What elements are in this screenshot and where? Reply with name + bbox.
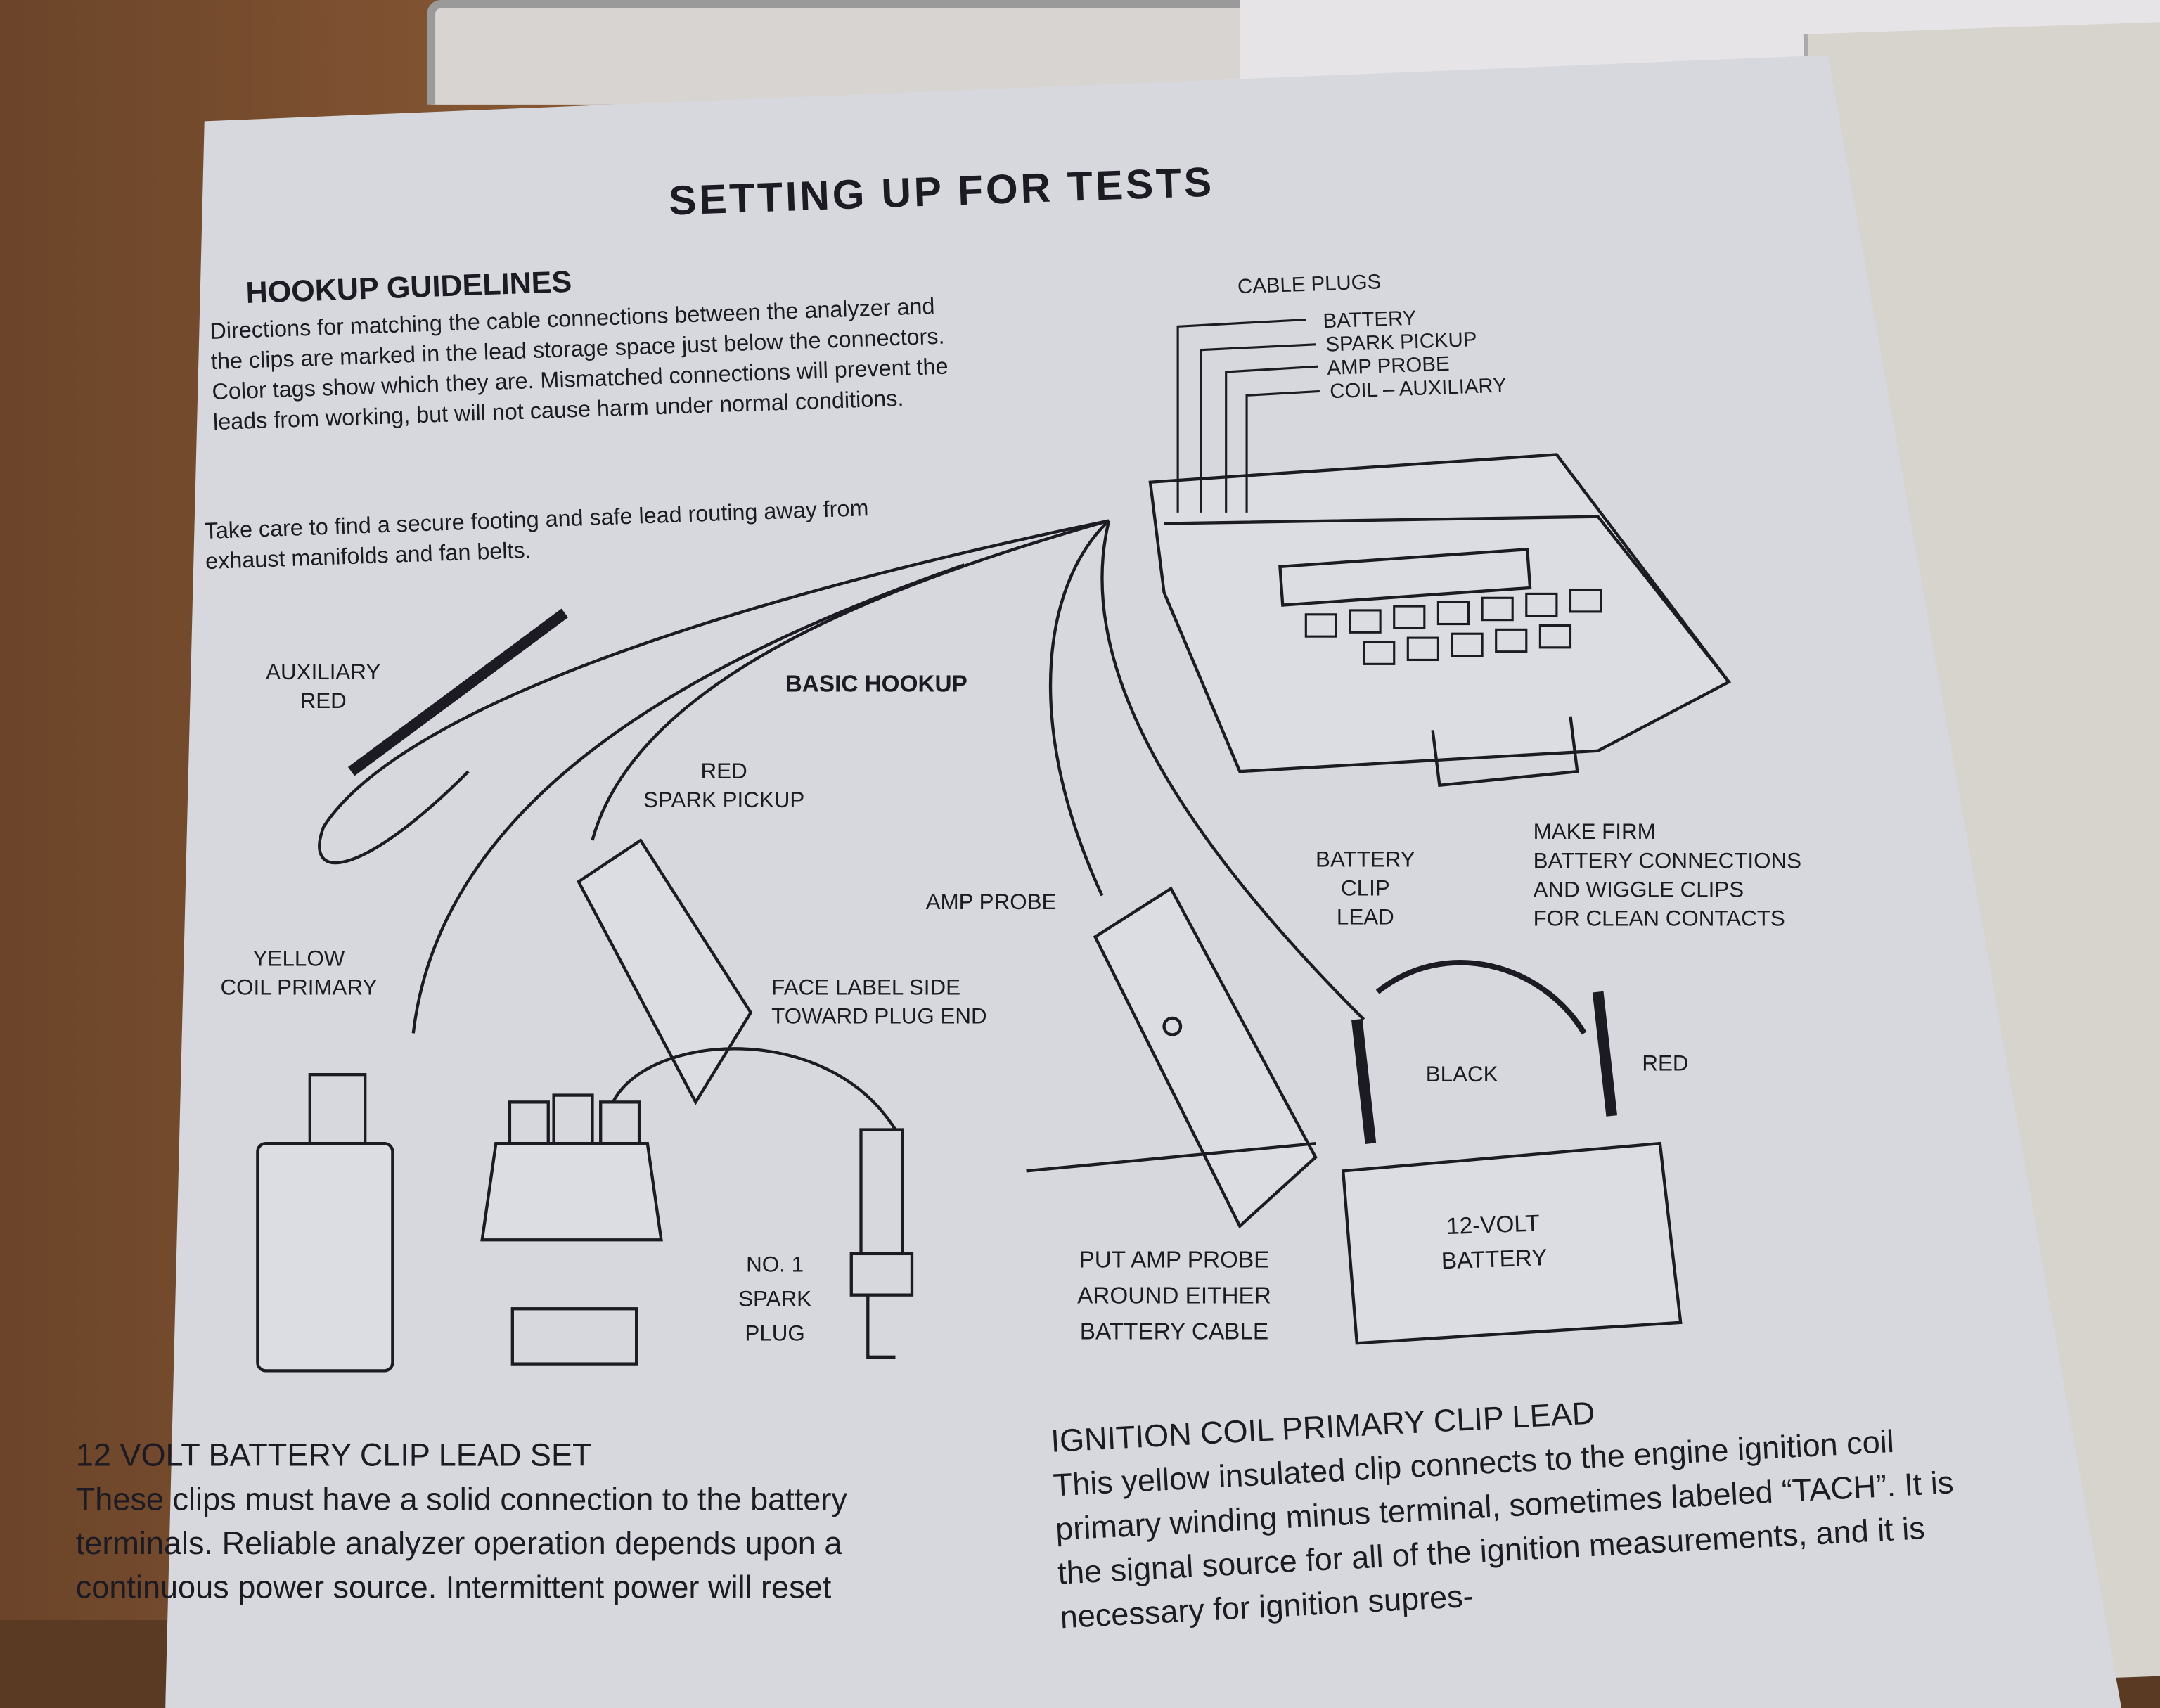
cable-plug-leaders bbox=[1176, 318, 1320, 513]
label-make-firm: MAKE FIRM BATTERY CONNECTIONS AND WIGGLE C… bbox=[1534, 818, 1801, 935]
spark-plug-drawing bbox=[849, 1128, 914, 1359]
hookup-para-1: Directions for matching the cable connec… bbox=[209, 294, 949, 436]
ignition-coil bbox=[256, 1073, 394, 1373]
label-amp-probe: AMP PROBE bbox=[925, 891, 1057, 915]
label-auxiliary-red: AUXILIARY RED bbox=[266, 658, 380, 716]
label-plug-coil: COIL – AUXILIARY bbox=[1329, 373, 1508, 404]
battery-line-2: BATTERY bbox=[1441, 1244, 1548, 1275]
face-line-2: TOWARD PLUG END bbox=[771, 1006, 987, 1029]
firm-line-4: FOR CLEAN CONTACTS bbox=[1533, 908, 1785, 932]
face-line-1: FACE LABEL SIDE bbox=[771, 977, 961, 1001]
yellow-line-2: COIL PRIMARY bbox=[220, 977, 378, 1001]
label-battery-clip: BATTERY CLIP LEAD bbox=[1316, 846, 1415, 932]
spark-pickup bbox=[577, 838, 753, 1105]
plug-line-2: SPARK bbox=[738, 1288, 812, 1312]
label-put-amp-probe: PUT AMP PROBE AROUND EITHER BATTERY CABLE bbox=[1077, 1243, 1271, 1350]
label-face-label: FACE LABEL SIDE TOWARD PLUG END bbox=[771, 974, 987, 1032]
red-spark-line-1: RED bbox=[700, 760, 747, 784]
distributor bbox=[480, 1047, 897, 1366]
label-spark-plug: NO. 1 SPARK PLUG bbox=[738, 1248, 811, 1351]
battery-drawing bbox=[1026, 960, 1683, 1345]
aux-line-1: AUXILIARY bbox=[266, 661, 381, 685]
yellow-line-1: YELLOW bbox=[252, 947, 345, 972]
label-red: RED bbox=[1642, 1052, 1689, 1077]
aux-line-2: RED bbox=[300, 690, 347, 714]
battery-section-text: These clips must have a solid connection… bbox=[75, 1481, 847, 1605]
firm-line-2: BATTERY CONNECTIONS bbox=[1533, 849, 1802, 874]
label-black: BLACK bbox=[1425, 1063, 1498, 1087]
clip-line-3: LEAD bbox=[1336, 906, 1394, 930]
put-line-2: AROUND EITHER bbox=[1077, 1283, 1271, 1309]
amp-probe bbox=[1093, 886, 1318, 1229]
plug-line-3: PLUG bbox=[745, 1322, 805, 1347]
hookup-diagram bbox=[256, 318, 1732, 1373]
firm-line-1: MAKE FIRM bbox=[1533, 821, 1656, 845]
manual-page bbox=[165, 55, 2122, 1708]
plug-line-1: NO. 1 bbox=[746, 1253, 804, 1278]
battery-line-1: 12-VOLT bbox=[1446, 1210, 1541, 1240]
analyzer-case bbox=[1148, 453, 1732, 788]
put-line-3: BATTERY CABLE bbox=[1079, 1318, 1269, 1345]
firm-line-3: AND WIGGLE CLIPS bbox=[1533, 878, 1744, 903]
label-battery: 12-VOLT BATTERY bbox=[1439, 1206, 1548, 1278]
battery-section: 12 VOLT BATTERY CLIP LEAD SET These clip… bbox=[76, 1433, 985, 1610]
clip-line-1: BATTERY bbox=[1316, 848, 1415, 873]
label-yellow-coil: YELLOW COIL PRIMARY bbox=[220, 945, 377, 1003]
label-red-spark-pickup: RED SPARK PICKUP bbox=[643, 758, 804, 816]
put-line-1: PUT AMP PROBE bbox=[1079, 1247, 1270, 1273]
red-spark-line-2: SPARK PICKUP bbox=[643, 789, 805, 813]
clip-line-2: CLIP bbox=[1341, 878, 1390, 901]
cables bbox=[318, 519, 1365, 1034]
label-basic-hookup: BASIC HOOKUP bbox=[785, 671, 968, 698]
label-cable-plugs: CABLE PLUGS bbox=[1237, 270, 1382, 300]
battery-section-heading: 12 VOLT BATTERY CLIP LEAD SET bbox=[75, 1437, 592, 1473]
